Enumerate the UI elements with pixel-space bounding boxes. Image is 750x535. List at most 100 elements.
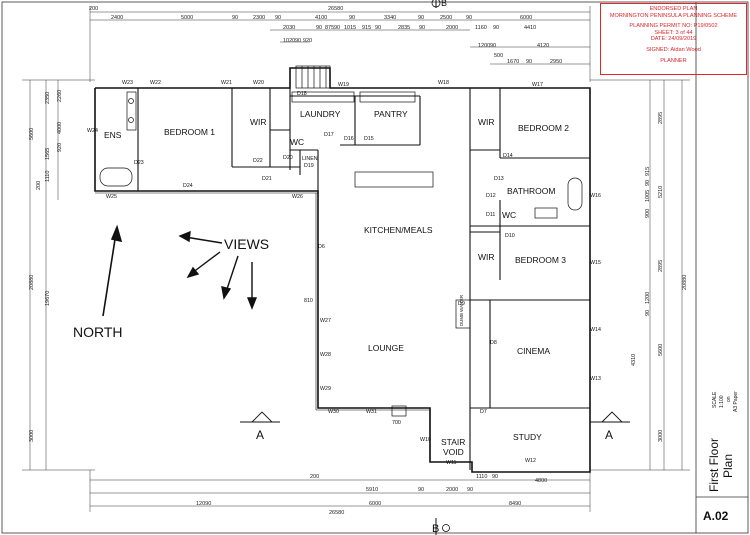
- svg-text:4800: 4800: [535, 478, 547, 484]
- north-arrow: [102, 224, 123, 317]
- stamp-sheet: SHEET: 3 of 44: [654, 29, 693, 36]
- svg-text:W12: W12: [525, 458, 536, 464]
- svg-text:D22: D22: [253, 158, 263, 164]
- svg-text:W27: W27: [320, 318, 331, 324]
- svg-text:90: 90: [295, 38, 301, 44]
- svg-text:D21: D21: [262, 176, 272, 182]
- svg-text:5600: 5600: [29, 128, 35, 140]
- svg-text:6000: 6000: [369, 501, 381, 507]
- right-dimensions: [590, 79, 690, 471]
- sheet-number: A.02: [703, 509, 729, 523]
- svg-text:W14: W14: [590, 327, 601, 333]
- svg-text:1005: 1005: [645, 190, 651, 202]
- svg-text:D13: D13: [494, 176, 504, 182]
- room-wc2: WC: [502, 210, 516, 220]
- svg-text:W26: W26: [292, 194, 303, 200]
- room-bedroom2: BEDROOM 2: [518, 123, 569, 133]
- svg-text:90: 90: [375, 25, 381, 31]
- svg-text:90: 90: [232, 15, 238, 21]
- room-wc1: WC: [290, 137, 304, 147]
- svg-text:200: 200: [89, 6, 98, 12]
- svg-text:700: 700: [392, 420, 401, 426]
- interior-walls: [137, 88, 590, 470]
- svg-text:4000: 4000: [57, 122, 63, 134]
- svg-text:1200: 1200: [478, 43, 490, 49]
- svg-text:2835: 2835: [398, 25, 410, 31]
- room-bedroom1: BEDROOM 1: [164, 127, 215, 137]
- svg-text:2895: 2895: [658, 260, 664, 272]
- bottom-dimensions: [89, 470, 591, 512]
- svg-text:90: 90: [490, 43, 496, 49]
- svg-text:W18: W18: [438, 80, 449, 86]
- svg-text:1670: 1670: [507, 59, 519, 65]
- room-ens: ENS: [104, 130, 122, 140]
- svg-text:20880: 20880: [682, 275, 688, 290]
- scale-on: on: [726, 396, 732, 402]
- svg-text:12090: 12090: [196, 501, 211, 507]
- top-dimensions: [89, 6, 591, 82]
- svg-text:90: 90: [492, 474, 498, 480]
- svg-text:4120: 4120: [537, 43, 549, 49]
- room-cinema: CINEMA: [517, 346, 550, 356]
- room-bathroom: BATHROOM: [507, 186, 555, 196]
- scale-paper: A3 Paper: [733, 391, 739, 412]
- svg-text:90: 90: [466, 15, 472, 21]
- svg-text:W10: W10: [420, 437, 431, 443]
- svg-text:920: 920: [57, 143, 63, 152]
- room-bedroom3: BEDROOM 3: [515, 255, 566, 265]
- svg-text:D23: D23: [134, 160, 144, 166]
- room-stair: STAIR: [441, 437, 465, 447]
- room-pantry: PANTRY: [374, 109, 408, 119]
- svg-text:D19: D19: [304, 163, 314, 169]
- svg-text:W24: W24: [87, 128, 98, 134]
- svg-text:1110: 1110: [45, 171, 51, 182]
- svg-text:D18: D18: [297, 91, 307, 97]
- room-linen: LINEN: [302, 156, 318, 162]
- pantry-bench: [359, 91, 416, 103]
- svg-text:90: 90: [467, 487, 473, 493]
- left-dimensions: [22, 79, 95, 471]
- exterior-walls: [94, 67, 591, 473]
- svg-text:500: 500: [494, 53, 503, 59]
- svg-text:D17: D17: [324, 132, 334, 138]
- svg-text:A: A: [605, 428, 613, 442]
- section-label-b-top: B: [441, 0, 447, 8]
- svg-text:D20: D20: [283, 155, 293, 161]
- north-label: NORTH: [73, 324, 123, 340]
- svg-text:D9: D9: [458, 301, 465, 307]
- room-laundry: LAUNDRY: [300, 109, 341, 119]
- svg-text:1160: 1160: [475, 25, 487, 31]
- left-dimension-text: 5600 2350 2260 4000 1565 920 1110 200 20…: [29, 90, 63, 442]
- svg-text:1110: 1110: [476, 474, 487, 480]
- svg-text:W29: W29: [320, 386, 331, 392]
- svg-text:W13: W13: [590, 376, 601, 382]
- svg-text:W21: W21: [221, 80, 232, 86]
- svg-text:W20: W20: [253, 80, 264, 86]
- svg-text:1565: 1565: [45, 148, 51, 160]
- svg-text:90: 90: [645, 310, 651, 316]
- stamp-line-2: MORNINGTON PENINSULA PLANNING SCHEME: [609, 12, 738, 19]
- balcony-rails: [95, 192, 430, 411]
- svg-text:D11: D11: [486, 212, 495, 218]
- stair-top: [295, 65, 331, 89]
- svg-text:2000: 2000: [446, 487, 458, 493]
- svg-text:90: 90: [418, 487, 424, 493]
- svg-text:W16: W16: [590, 193, 601, 199]
- svg-text:90: 90: [418, 15, 424, 21]
- svg-text:4410: 4410: [524, 25, 536, 31]
- svg-text:W30: W30: [328, 409, 339, 415]
- svg-text:90: 90: [419, 25, 425, 31]
- svg-text:W19: W19: [338, 82, 349, 88]
- svg-text:2350: 2350: [45, 92, 51, 104]
- room-lounge: LOUNGE: [368, 343, 404, 353]
- stamp-date: DATE: 24/09/2019: [650, 36, 697, 43]
- room-kitchen: KITCHEN/MEALS: [364, 225, 433, 235]
- svg-text:8490: 8490: [509, 501, 521, 507]
- vanity-bathroom: [534, 207, 558, 219]
- svg-text:W11: W11: [446, 460, 457, 466]
- title-block: First Floor Plan SCALE 1:100 on A3 Paper…: [703, 391, 739, 523]
- svg-text:875: 875: [325, 25, 334, 31]
- svg-text:920: 920: [303, 38, 312, 44]
